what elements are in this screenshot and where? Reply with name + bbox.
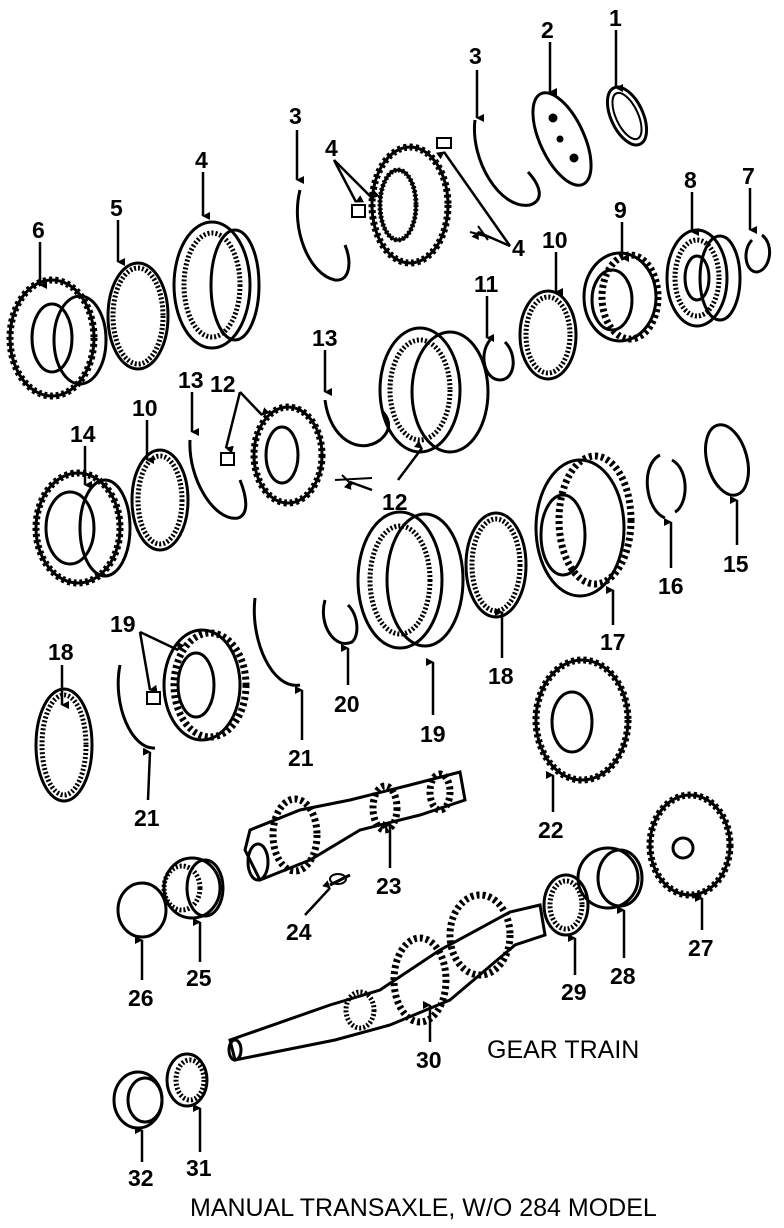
callout-16: 16 [658, 573, 684, 599]
callout-4: 4 [195, 147, 208, 173]
part-10-synchro-ring [518, 289, 578, 381]
callout-26: 26 [128, 985, 154, 1011]
callout-22: 22 [538, 817, 564, 843]
part-3-spring-tab [436, 137, 452, 149]
part-18-synchro-ring-2 [34, 687, 94, 803]
callout-31: 31 [186, 1155, 212, 1181]
part-25-bearing [161, 856, 225, 920]
callout-13: 13 [312, 325, 338, 351]
part-18-synchro-ring [464, 511, 528, 619]
part-12-synchronizer-hub [250, 403, 326, 507]
callout-1: 1 [609, 5, 622, 31]
part-4-blocker-ring [172, 220, 261, 350]
part-8-bearing [665, 228, 742, 328]
part-19-key [146, 691, 161, 705]
part-10-synchro-ring-2 [130, 448, 190, 552]
part-31-bearing [165, 1052, 209, 1108]
part-5-synchro-ring [106, 261, 170, 371]
leader-24 [304, 880, 331, 916]
leader-4c2 [471, 230, 511, 248]
callout-32: 32 [128, 1165, 154, 1191]
callout-7: 7 [742, 163, 755, 189]
callout-25: 25 [186, 965, 212, 991]
part-19-synchronizer-sleeve [356, 510, 465, 650]
leader-21b [142, 747, 152, 801]
callout-20: 20 [334, 691, 360, 717]
leader-4c [435, 151, 512, 247]
callout-28: 28 [610, 963, 636, 989]
part-14-gear [32, 469, 132, 587]
part-21-spring-wire-2 [116, 664, 156, 750]
part-1-snap-ring [605, 85, 649, 147]
part-9-gear [582, 251, 662, 343]
part-20-snap-ring [322, 599, 359, 645]
leader-4a2 [332, 159, 365, 203]
part-13-snap-ring [188, 439, 248, 520]
callout-15: 15 [723, 551, 749, 577]
callout-10: 10 [132, 395, 158, 421]
callout-4: 4 [325, 135, 338, 161]
callout-27: 27 [688, 935, 714, 961]
callout-14: 14 [70, 421, 96, 447]
part-15-snap-ring [704, 423, 750, 497]
callout-29: 29 [561, 979, 587, 1005]
part-29-bearing [542, 873, 590, 937]
part-26-ring [116, 881, 168, 939]
leader-4a [333, 159, 380, 199]
part-19-synchronizer-hub [162, 628, 250, 742]
callout-21: 21 [288, 745, 314, 771]
callout-23: 23 [376, 873, 402, 899]
part-13-spring-wire [323, 399, 391, 448]
part-2-thrust-plate [531, 91, 593, 187]
leader-12a2 [239, 391, 270, 416]
part-32-race [112, 1070, 164, 1130]
part-3-spring-wire [472, 119, 541, 207]
leader-12b2 [397, 440, 423, 481]
callout-12: 12 [210, 371, 236, 397]
callout-3: 3 [469, 43, 482, 69]
diagram-title: GEAR TRAIN [487, 1036, 639, 1064]
callout-18: 18 [488, 663, 514, 689]
callout-13: 13 [178, 367, 204, 393]
part-30-output-shaft [227, 891, 547, 1062]
callout-4: 4 [512, 235, 525, 261]
part-16-retainer [645, 453, 687, 520]
part-11-snap-ring [482, 339, 515, 382]
part-4-synchronizer-hub [368, 143, 452, 267]
part-22-gear [532, 656, 632, 784]
callout-19: 19 [110, 611, 136, 637]
part-6-gear [6, 276, 108, 400]
part-23-input-shaft [243, 770, 467, 882]
part-24-pin [329, 873, 351, 887]
part-3-snap-ring [295, 189, 351, 282]
callout-17: 17 [600, 629, 626, 655]
part-12-synchronizer-sleeve [378, 326, 490, 454]
diagram-caption: MANUAL TRANSAXLE, W/O 284 MODEL [190, 1194, 657, 1222]
callout-30: 30 [416, 1047, 442, 1073]
callout-10: 10 [542, 227, 568, 253]
leader-12b [343, 480, 373, 492]
callout-6: 6 [32, 217, 45, 243]
callout-12: 12 [382, 489, 408, 515]
callout-24: 24 [286, 919, 312, 945]
callout-18: 18 [48, 639, 74, 665]
leader-12a [224, 391, 242, 454]
part-4-key [351, 204, 366, 218]
callout-8: 8 [684, 167, 697, 193]
callout-2: 2 [541, 17, 554, 43]
part-27-gear [646, 791, 734, 899]
leader-19b2 [139, 630, 185, 652]
part-17-gear [534, 452, 635, 598]
callout-21: 21 [134, 805, 160, 831]
part-12-key [220, 452, 235, 466]
callout-3: 3 [289, 103, 302, 129]
part-21-spring-wire [252, 597, 301, 687]
callout-11: 11 [474, 271, 499, 297]
callout-9: 9 [614, 197, 627, 223]
part-7-snap-ring [744, 233, 772, 274]
callout-19: 19 [420, 721, 446, 747]
callout-5: 5 [110, 195, 123, 221]
leader-19b [138, 631, 158, 693]
